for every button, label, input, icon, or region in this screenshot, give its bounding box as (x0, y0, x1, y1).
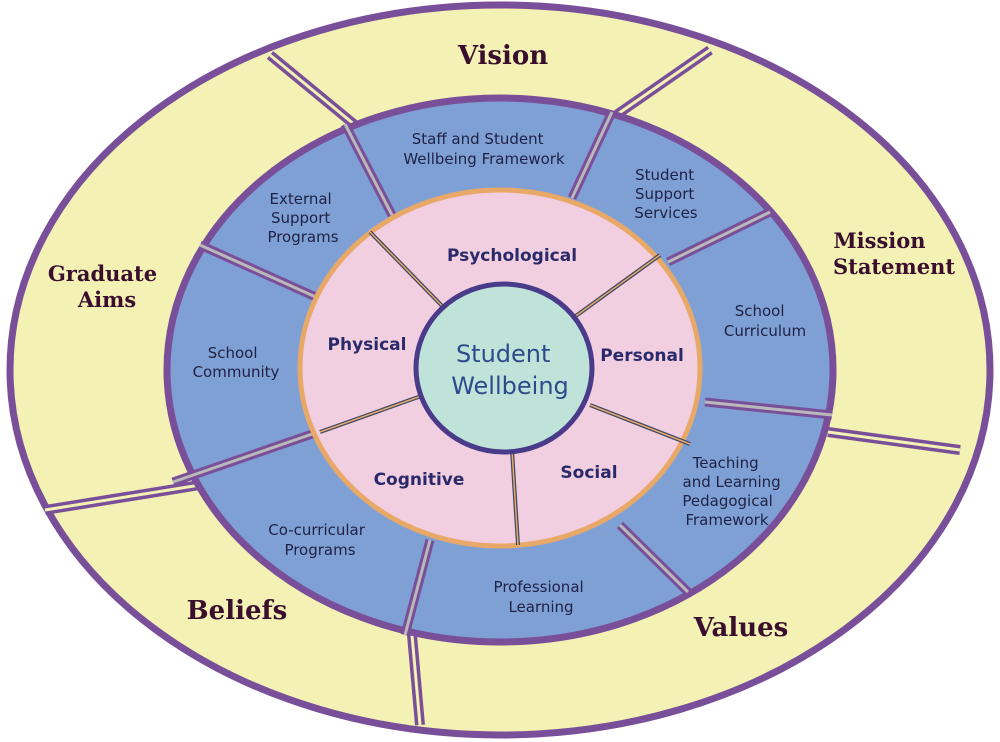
outer-label-values: Values (693, 613, 789, 643)
middle-label-school-curriculum: School Curriculum (724, 302, 806, 340)
inner-label-physical: Physical (328, 335, 407, 355)
middle-label-teaching-learning-framework: Teaching and Learning Pedagogical Framew… (682, 454, 785, 529)
outer-label-mission-statement: Mission Statement (833, 225, 955, 279)
inner-ring-divider-edges (319, 231, 691, 546)
inner-label-psychological: Psychological (447, 246, 577, 266)
middle-label-co-curricular-programs: Co-curricular Programs (268, 521, 369, 559)
middle-label-school-community: School Community (193, 344, 280, 381)
inner-label-social: Social (560, 463, 617, 483)
outer-label-graduate-aims: Graduate Aims (48, 258, 166, 312)
inner-label-cognitive: Cognitive (374, 470, 465, 490)
outer-label-beliefs: Beliefs (187, 596, 288, 626)
outer-label-vision: Vision (457, 41, 548, 71)
center-circle (413, 281, 595, 455)
center-label: Student Wellbeing (451, 340, 569, 400)
middle-ring-divider-highlights (172, 111, 833, 636)
middle-label-professional-learning: Professional Learning (494, 578, 589, 616)
inner-label-personal: Personal (600, 346, 684, 366)
outer-ring-divider-highlights (44, 48, 961, 726)
middle-label-student-support-services: Student Support Services (634, 166, 699, 222)
middle-label-external-support-programs: External Support Programs (267, 190, 338, 246)
middle-label-staff-student-framework: Staff and Student Wellbeing Framework (403, 130, 565, 168)
